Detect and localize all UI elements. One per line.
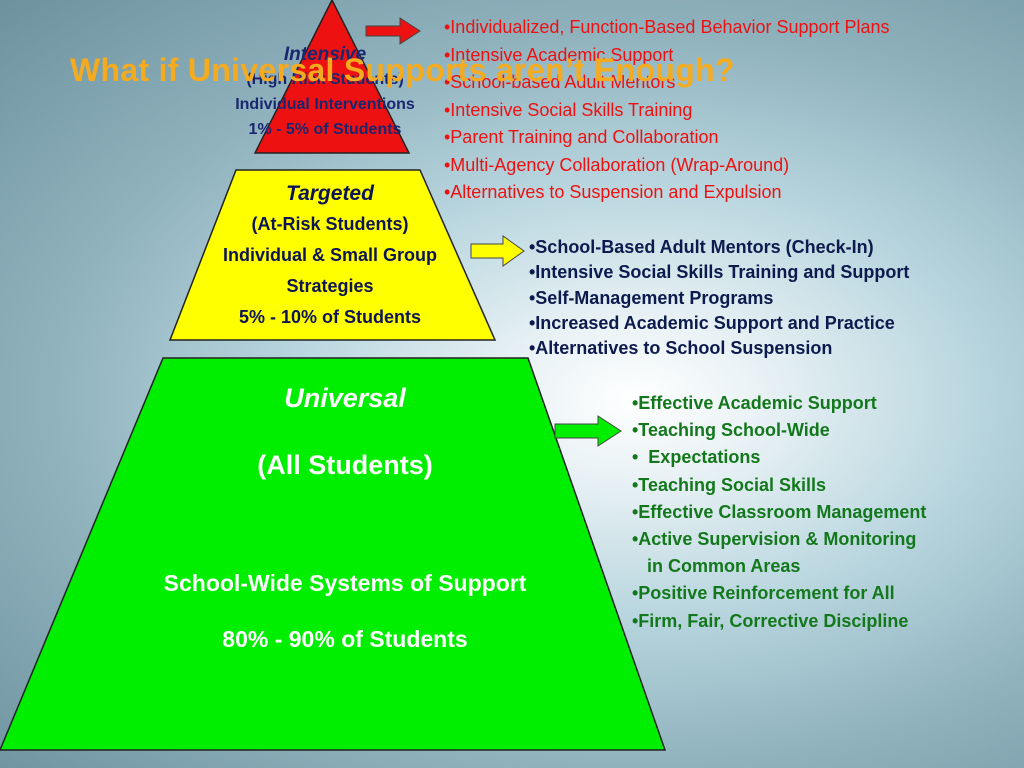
list-item: •Multi-Agency Collaboration (Wrap-Around…: [444, 154, 790, 175]
list-item: •Alternatives to Suspension and Expulsio…: [444, 182, 782, 202]
targeted-strategy-line2: Strategies: [286, 276, 374, 296]
targeted-name: Targeted: [286, 182, 374, 205]
list-item: •Intensive Academic Support: [444, 44, 674, 65]
targeted-group: (At-Risk Students): [251, 214, 409, 234]
list-item: •Self-Management Programs: [529, 287, 774, 308]
intensive-tier-label: Intensive (High Risk Students) Individua…: [200, 42, 450, 142]
targeted-percent: 5% - 10% of Students: [238, 307, 422, 327]
intensive-supports-list: •Individualized, Function-Based Behavior…: [444, 14, 890, 207]
list-item: •Firm, Fair, Corrective Discipline: [632, 610, 909, 631]
intensive-strategy: Individual Interventions: [235, 96, 415, 113]
universal-percent: 80% - 90% of Students: [222, 626, 468, 652]
list-item: •Alternatives to School Suspension: [529, 338, 833, 359]
list-item: •Positive Reinforcement for All: [632, 583, 895, 604]
intensive-group: (High Risk Students): [246, 71, 404, 88]
targeted-strategy-line1: Individual & Small Group: [222, 245, 438, 265]
list-item: •Intensive Social Skills Training and Su…: [529, 262, 910, 283]
universal-system: School-Wide Systems of Support: [163, 570, 527, 596]
targeted-supports-list: •School-Based Adult Mentors (Check-In) •I…: [529, 235, 909, 361]
list-item: •Teaching School-Wide: [632, 420, 830, 441]
targeted-arrow-icon: [470, 235, 525, 267]
list-item: •Individualized, Function-Based Behavior…: [444, 17, 890, 37]
list-item: •Effective Classroom Management: [632, 501, 927, 522]
intensive-percent: 1% - 5% of Students: [248, 121, 402, 138]
slide-title: What if Universal Supports aren’t Enough…: [70, 52, 735, 88]
list-item: •Parent Training and Collaboration: [444, 127, 719, 147]
universal-arrow-icon: [554, 415, 622, 447]
list-item: •Increased Academic Support and Practice: [529, 312, 895, 333]
list-item: in Common Areas: [632, 556, 801, 577]
list-item: •Active Supervision & Monitoring: [632, 529, 917, 550]
universal-group: (All Students): [257, 450, 433, 480]
list-item: • Expectations: [632, 447, 761, 468]
list-item: •Effective Academic Support: [632, 393, 877, 413]
targeted-tier-shape: [168, 169, 497, 341]
list-item: •Intensive Social Skills Training: [444, 99, 693, 120]
intensive-arrow-icon: [365, 17, 421, 45]
universal-supports-list: •Effective Academic Support •Teaching Sch…: [632, 390, 926, 635]
list-item: •School-Based Adult Mentors (Check-In): [529, 237, 874, 257]
targeted-tier-label: Targeted (At-Risk Students) Individual &…: [170, 178, 490, 333]
list-item: •School-based Adult Mentors: [444, 72, 676, 92]
universal-name: Universal: [284, 383, 406, 413]
intensive-name: Intensive: [283, 44, 367, 65]
universal-tier-shape: [0, 357, 667, 751]
intensive-tier-shape: [253, 0, 411, 154]
list-item: •Teaching Social Skills: [632, 474, 827, 495]
